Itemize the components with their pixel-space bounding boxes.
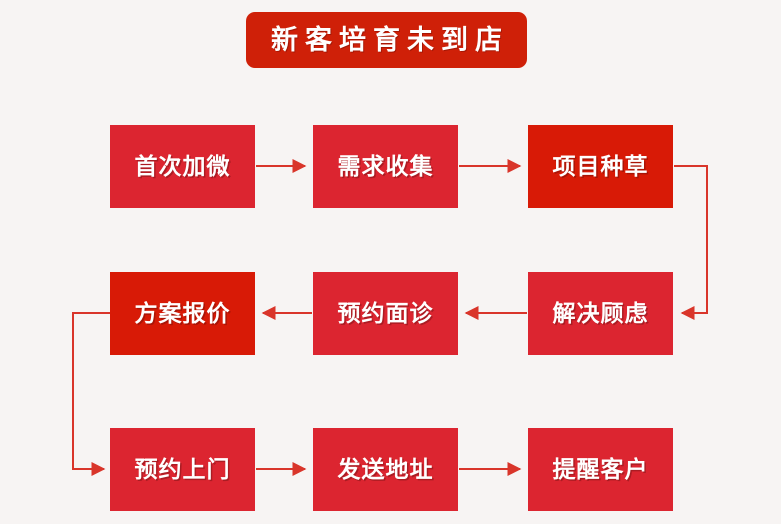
diagram-title-text: 新客培育未到店 (271, 24, 509, 55)
flow-node-label: 发送地址 (337, 456, 434, 482)
connector-n4-n7 (72, 312, 110, 476)
flow-node-label: 需求收集 (337, 153, 434, 179)
flow-node-project-seeding[interactable]: 项目种草 (528, 125, 673, 208)
flow-node-needs-collection[interactable]: 需求收集 (313, 125, 458, 208)
diagram-title-banner: 新客培育未到店 (246, 12, 527, 68)
flow-node-book-visit[interactable]: 预约上门 (110, 428, 255, 511)
flow-node-resolve-concerns[interactable]: 解决顾虑 (528, 272, 673, 355)
flow-node-label: 首次加微 (134, 153, 231, 179)
flow-node-label: 项目种草 (552, 153, 649, 179)
flow-node-send-address[interactable]: 发送地址 (313, 428, 458, 511)
connector-n3-n6 (674, 165, 708, 320)
flow-node-first-wechat-add[interactable]: 首次加微 (110, 125, 255, 208)
flow-node-label: 预约上门 (134, 456, 231, 482)
flow-node-label: 方案报价 (134, 300, 231, 326)
flow-node-proposal-quote[interactable]: 方案报价 (110, 272, 255, 355)
flow-node-remind-customer[interactable]: 提醒客户 (528, 428, 673, 511)
flow-node-label: 解决顾虑 (552, 300, 649, 326)
flow-node-label: 预约面诊 (337, 300, 434, 326)
flow-node-label: 提醒客户 (552, 456, 649, 482)
flow-node-book-consultation[interactable]: 预约面诊 (313, 272, 458, 355)
